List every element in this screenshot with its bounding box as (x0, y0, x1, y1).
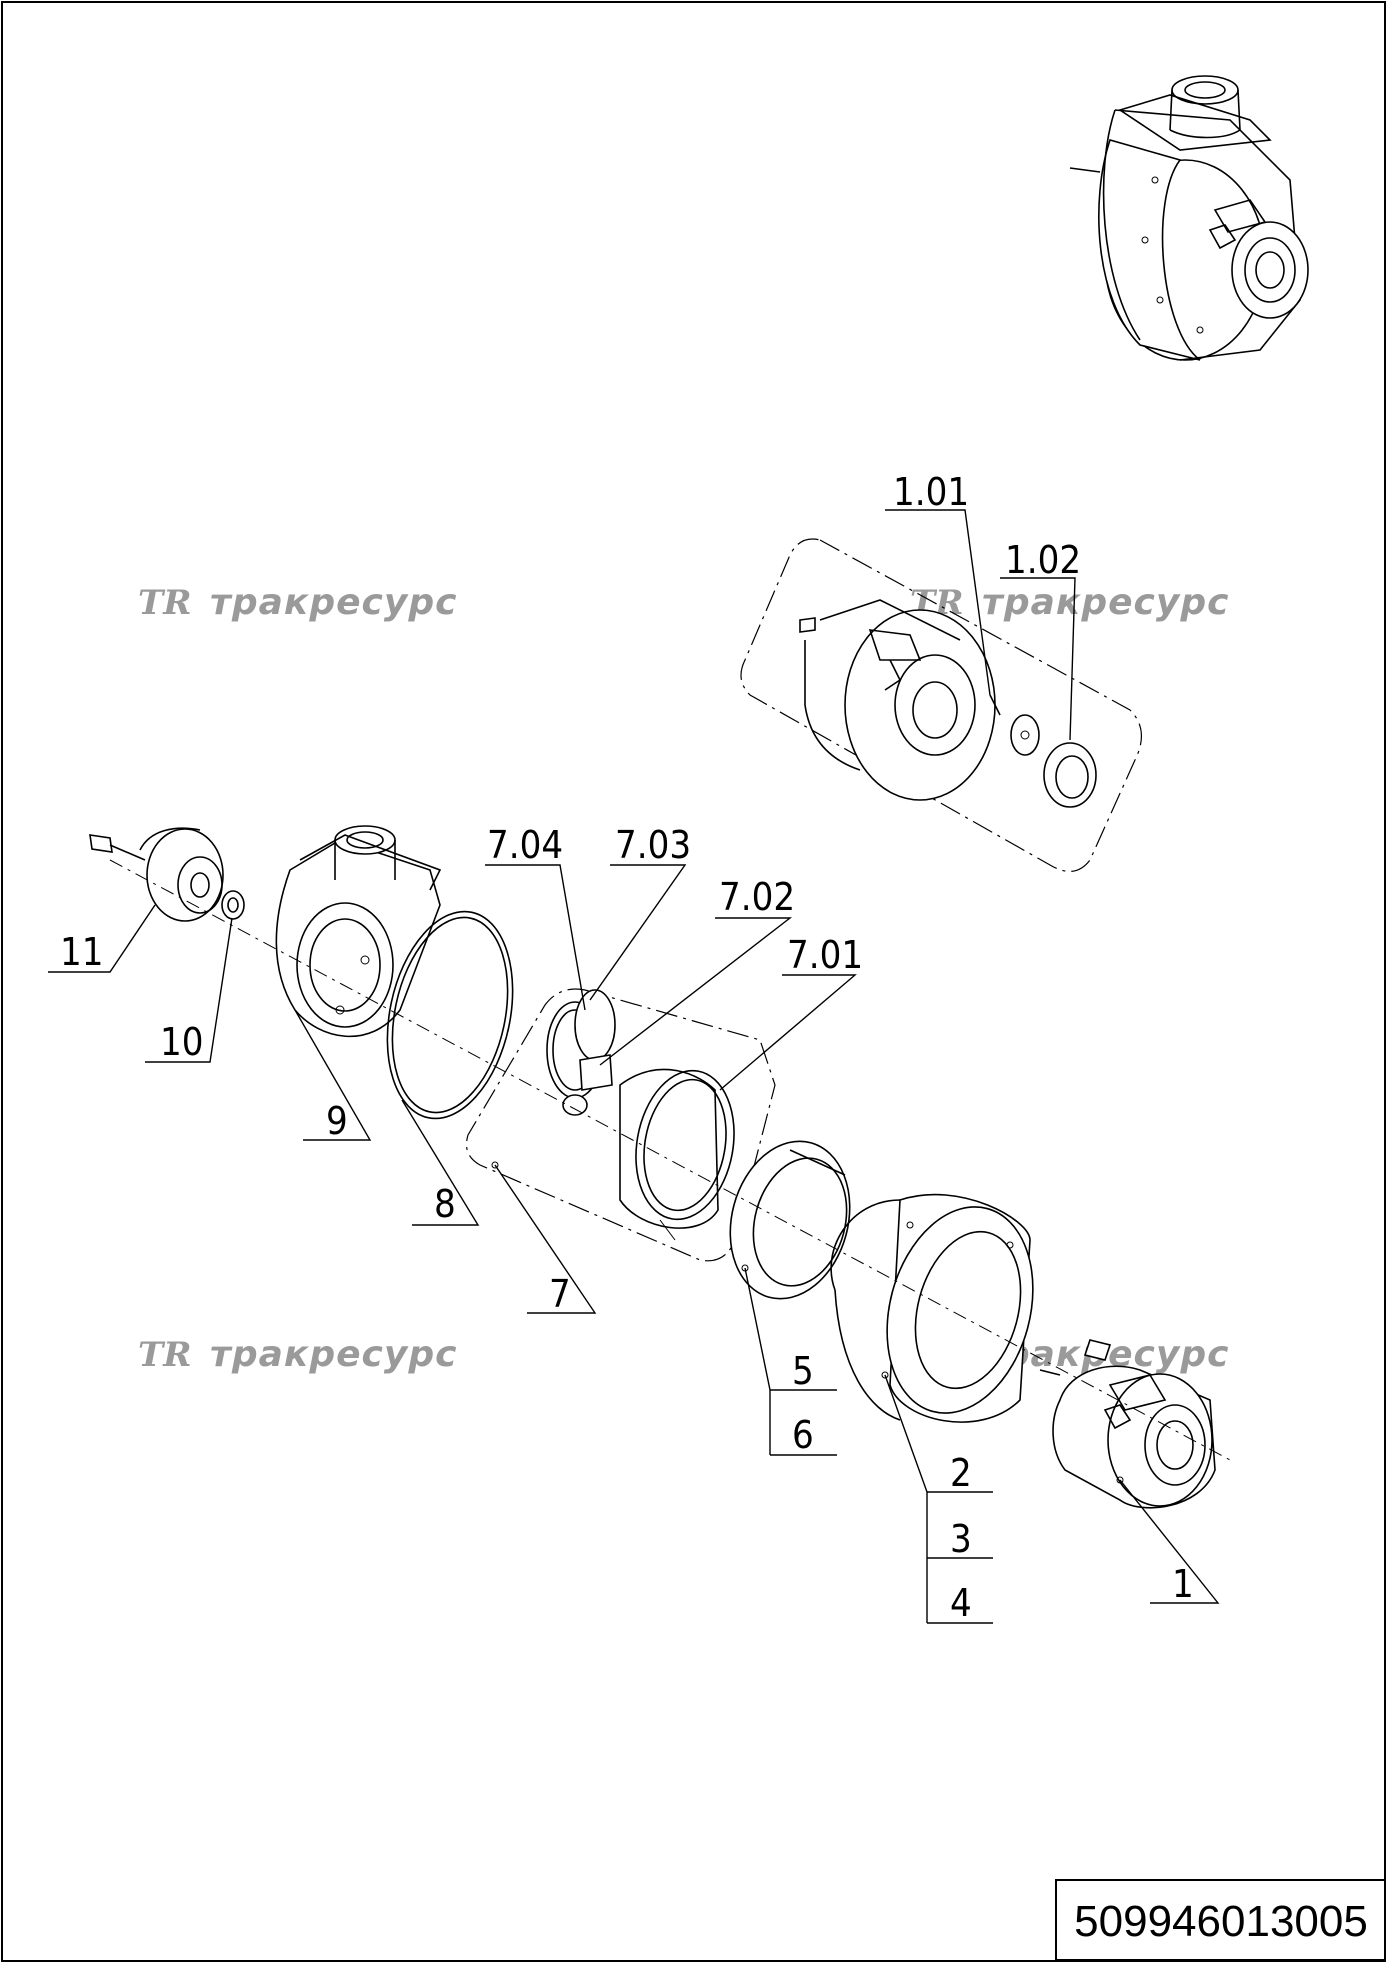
part-8-view (386, 910, 514, 1120)
watermark-top-left: TR тракресурс (138, 582, 457, 623)
callout-11: 11 (60, 930, 104, 974)
callout-7: 7 (549, 1272, 571, 1316)
callout-9: 9 (326, 1099, 348, 1143)
watermark-logo: TR (138, 1335, 192, 1375)
callout-7-01: 7.01 (787, 933, 863, 977)
assembled-drive-view (1069, 75, 1309, 361)
callout-10: 10 (160, 1020, 204, 1064)
part-11-view (89, 827, 224, 922)
document-number-block: 509946013005 (1055, 1879, 1386, 1961)
callout-1-02: 1.02 (1005, 538, 1081, 582)
watermark-top-right: TR тракресурс (910, 582, 1229, 623)
part-7-planetary-view (491, 989, 735, 1241)
callout-4: 4 (950, 1581, 972, 1625)
callout-1-01: 1.01 (893, 470, 969, 514)
callout-3: 3 (950, 1517, 972, 1561)
watermark-text: тракресурс (982, 582, 1229, 623)
callout-7-03: 7.03 (615, 823, 691, 867)
callout-5: 5 (792, 1349, 814, 1393)
watermark-bottom-left: TR тракресурс (138, 1334, 457, 1375)
callout-8: 8 (434, 1182, 456, 1226)
part-5-6-bearing-view (729, 1140, 851, 1300)
motor-detail-view (799, 599, 1097, 808)
callout-7-02: 7.02 (719, 875, 795, 919)
detail-boundary-motor (740, 538, 1142, 872)
watermark-text: тракресурс (210, 1334, 457, 1375)
watermark-logo: TR (138, 583, 192, 623)
part-10-view (221, 890, 245, 920)
watermark-text: тракресурс (210, 582, 457, 623)
callout-7-04: 7.04 (487, 823, 563, 867)
assembly-axis (109, 859, 1231, 1461)
document-number: 509946013005 (1074, 1897, 1368, 1946)
callout-1: 1 (1172, 1562, 1194, 1606)
part-2-drum-view (830, 1193, 1034, 1423)
callout-6: 6 (792, 1413, 814, 1457)
detail-boundary-planetary (465, 988, 776, 1262)
part-9-view (275, 825, 442, 1038)
callout-2: 2 (950, 1451, 972, 1495)
part-1-motor-view (1039, 1339, 1216, 1509)
